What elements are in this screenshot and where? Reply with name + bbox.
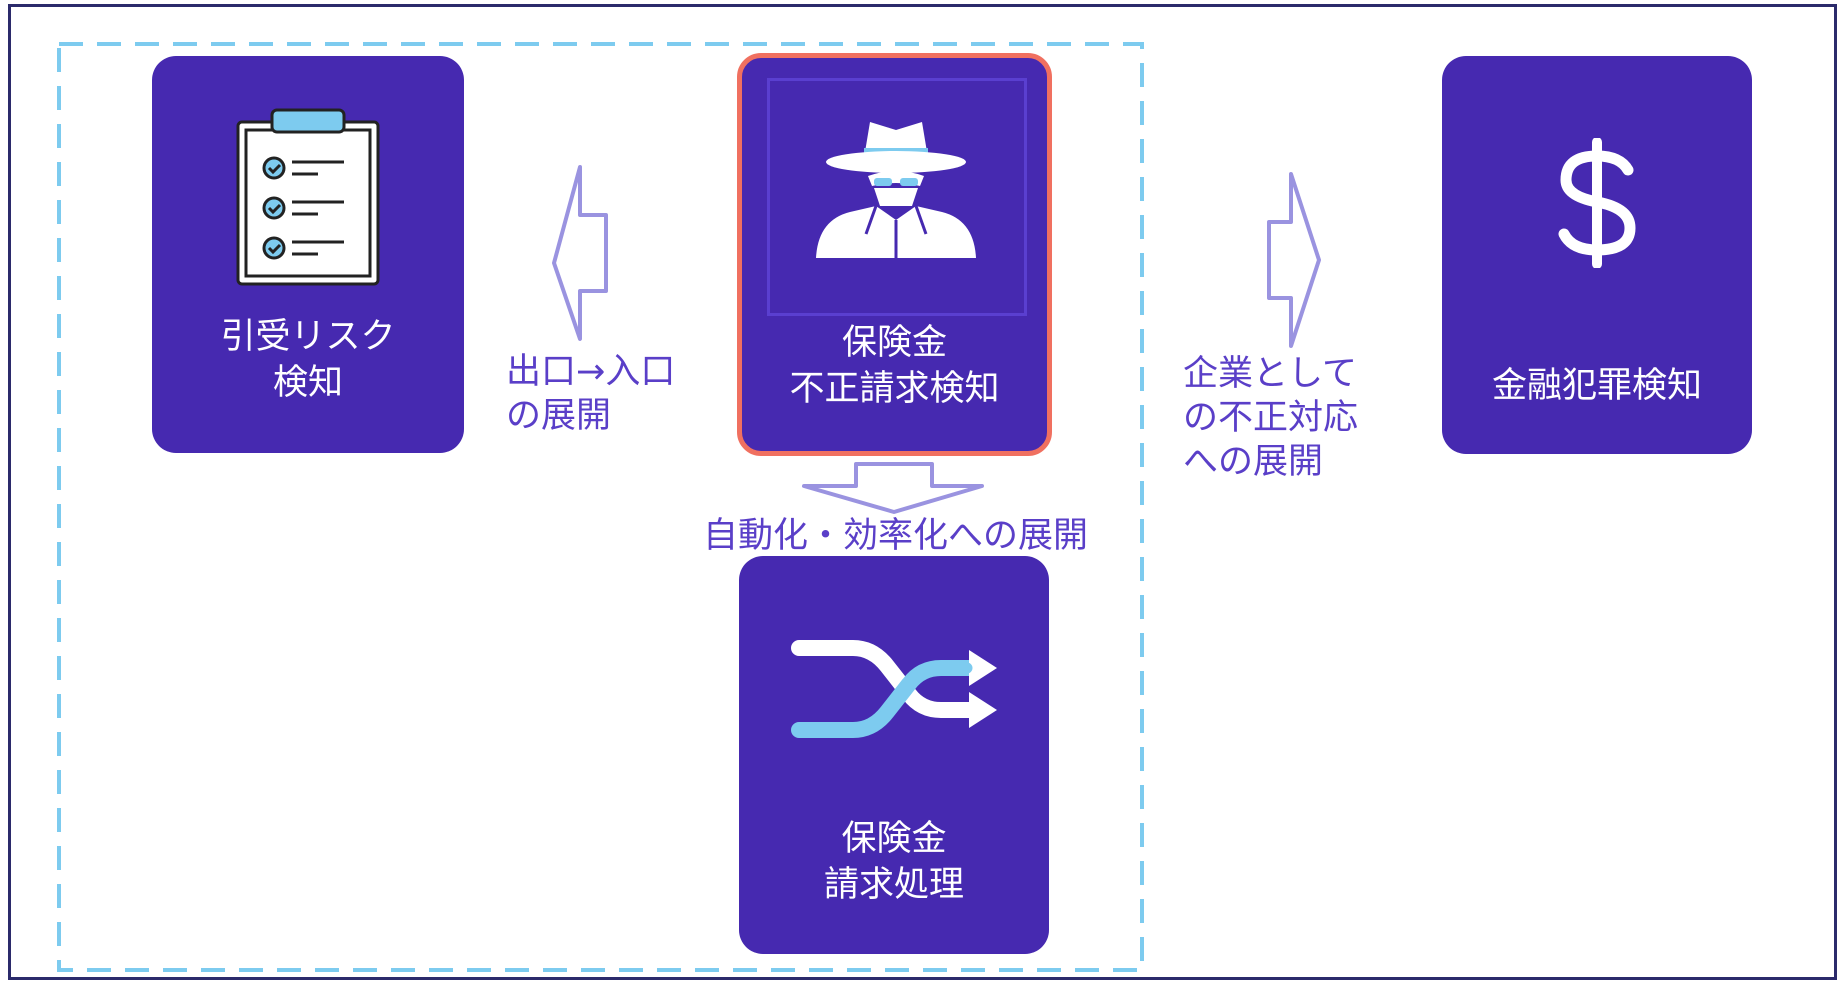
node-fraud-claim-detection: 保険金 不正請求検知 <box>737 53 1052 456</box>
shuffle-arrows-icon <box>791 640 997 738</box>
annotation-corporate-fraud: 企業として の不正対応 への展開 <box>1183 354 1359 482</box>
clipboard-checklist-icon <box>236 108 380 286</box>
node-fraud-claim-label: 保険金 不正請求検知 <box>789 323 1000 409</box>
outer-frame <box>8 4 1837 980</box>
node-financial-crime-label: 金融犯罪検知 <box>1491 366 1702 406</box>
down-hollow-arrow <box>802 462 984 514</box>
annotation-exit-to-entry: 出口→入口 の展開 <box>506 352 676 436</box>
icon-frame <box>767 78 1027 316</box>
dollar-sign-icon <box>1558 138 1636 268</box>
dashed-group-boundary <box>57 42 1144 972</box>
node-underwriting-label: 引受リスク 検知 <box>220 317 396 403</box>
annotation-automation: 自動化・効率化への展開 <box>703 516 1089 556</box>
left-hollow-arrow <box>552 165 608 341</box>
right-hollow-arrow <box>1267 172 1321 348</box>
node-claim-processing: 保険金 請求処理 <box>739 556 1049 954</box>
node-claim-processing-label: 保険金 請求処理 <box>823 819 964 905</box>
spy-detective-icon <box>816 122 976 258</box>
node-financial-crime-detection: 金融犯罪検知 <box>1442 56 1752 454</box>
node-underwriting-risk: 引受リスク 検知 <box>152 56 464 453</box>
